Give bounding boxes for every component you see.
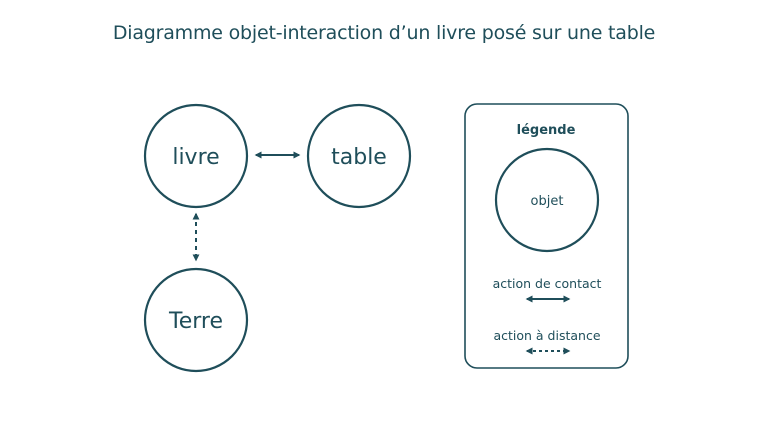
node-table-label: table — [331, 145, 387, 170]
legend-object-circle — [494, 147, 600, 253]
node-livre-label: livre — [172, 145, 219, 170]
node-terre-label: Terre — [168, 309, 223, 334]
legend-title: légende — [517, 123, 576, 138]
legend-distance-label: action à distance — [493, 328, 600, 343]
node-terre-circle — [143, 267, 249, 373]
node-table: table — [306, 103, 412, 209]
diagram-title: Diagramme objet-interaction d’un livre p… — [112, 22, 656, 44]
node-livre-circle — [143, 103, 249, 209]
legend: légende objet action de contact action à… — [464, 103, 629, 369]
legend-contact-label: action de contact — [493, 276, 602, 291]
node-livre: livre — [143, 103, 249, 209]
node-terre: Terre — [143, 267, 249, 373]
legend-object-label: objet — [531, 194, 564, 209]
node-table-circle — [306, 103, 412, 209]
